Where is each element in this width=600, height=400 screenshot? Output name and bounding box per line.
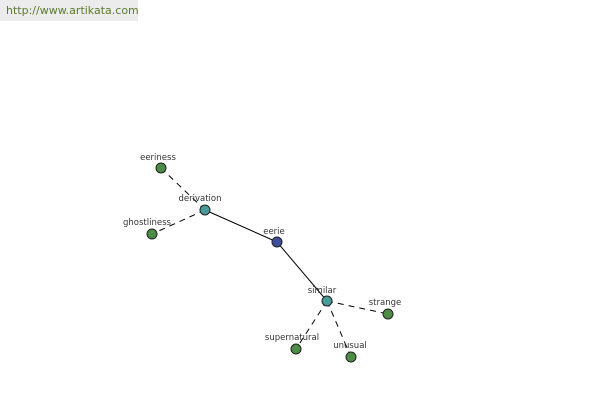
- node-ghostliness-dot[interactable]: [146, 228, 158, 240]
- node-supernatural-dot[interactable]: [290, 343, 302, 355]
- node-ghostliness-label: ghostliness: [123, 218, 172, 228]
- node-strange-dot[interactable]: [382, 308, 394, 320]
- edges-layer: [151, 167, 389, 358]
- node-ghostliness[interactable]: ghostliness: [123, 218, 172, 240]
- node-supernatural-label: supernatural: [265, 333, 319, 343]
- node-derivation-label: derivation: [178, 194, 221, 204]
- edge-derivation-ghostliness: [151, 209, 206, 235]
- node-derivation[interactable]: derivation: [178, 194, 222, 216]
- node-eeriness-dot[interactable]: [155, 162, 167, 174]
- node-similar[interactable]: similar: [308, 286, 337, 307]
- node-similar-label: similar: [308, 286, 337, 296]
- node-derivation-dot[interactable]: [199, 204, 211, 216]
- node-eeriness[interactable]: eeriness: [140, 153, 176, 174]
- node-eerie[interactable]: eerie: [263, 227, 285, 248]
- node-supernatural[interactable]: supernatural: [265, 333, 319, 355]
- node-unusual[interactable]: unusual: [333, 341, 367, 363]
- edge-similar-supernatural: [295, 300, 328, 350]
- node-eerie-dot[interactable]: [271, 236, 283, 248]
- node-eerie-label: eerie: [263, 227, 285, 237]
- source-link[interactable]: http://www.artikata.com: [0, 0, 139, 21]
- node-unusual-dot[interactable]: [345, 351, 357, 363]
- node-eeriness-label: eeriness: [140, 153, 176, 163]
- node-unusual-label: unusual: [333, 341, 367, 351]
- node-similar-dot[interactable]: [321, 295, 333, 307]
- node-strange-label: strange: [369, 298, 401, 308]
- edge-eerie-derivation: [204, 209, 278, 243]
- edge-eerie-similar: [276, 241, 328, 302]
- node-strange[interactable]: strange: [369, 298, 401, 320]
- nodes-layer: eerie derivation similar eeriness ghostlines…: [123, 153, 401, 363]
